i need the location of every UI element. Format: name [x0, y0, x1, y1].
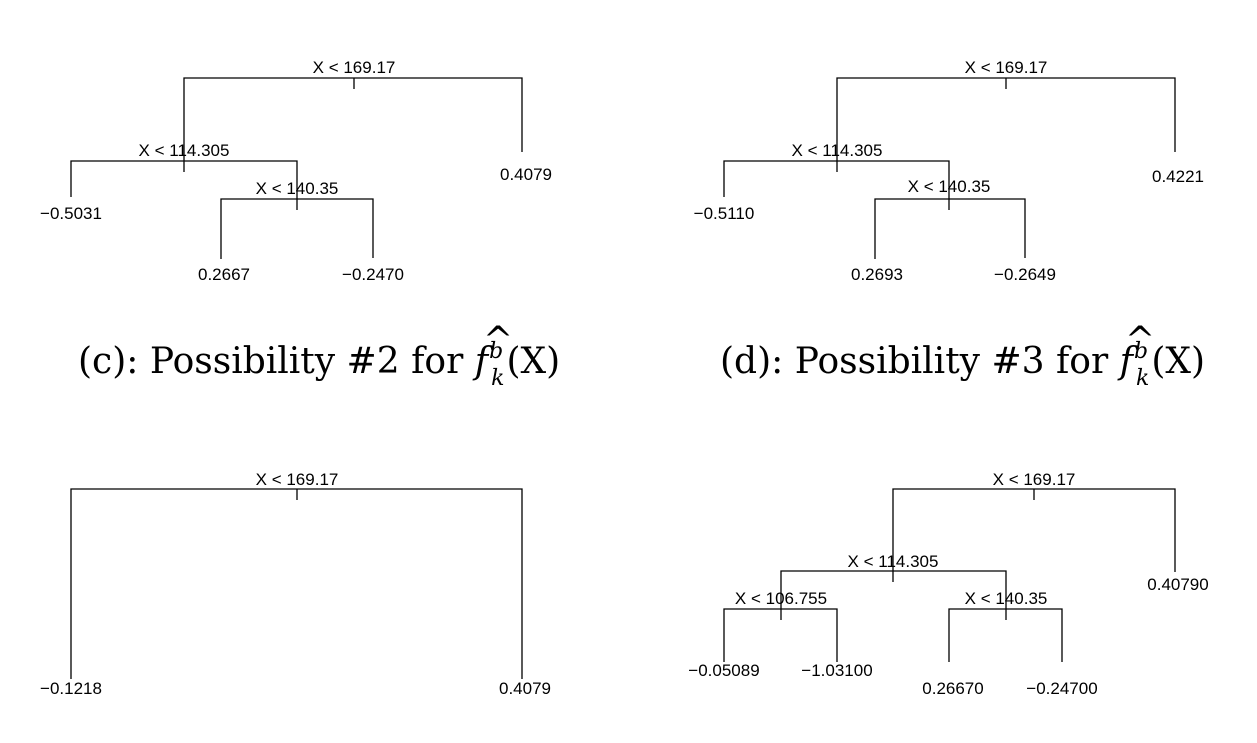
split-label-lr: X < 140.35	[965, 589, 1048, 608]
split-label-inner: X < 140.35	[256, 179, 339, 198]
leaf-value: 0.2667	[198, 265, 250, 284]
tree-edges	[723, 488, 1176, 662]
split-label-inner: X < 140.35	[908, 177, 991, 196]
leaf-value: −0.24700	[1026, 679, 1097, 698]
split-label-root: X < 169.17	[993, 470, 1076, 489]
tree-bottom-right: X < 169.17 X < 114.305 X < 106.755 X < 1…	[688, 470, 1208, 698]
leaf-value: 0.26670	[922, 679, 983, 698]
split-label-left: X < 114.305	[792, 141, 883, 160]
tree-top-right: X < 169.17 X < 114.305 X < 140.35 −0.511…	[694, 58, 1204, 284]
leaf-value: −0.5031	[40, 204, 102, 223]
tree-bottom-left: X < 169.17 −0.1218 0.4079	[40, 470, 551, 698]
split-label-left: X < 114.305	[139, 141, 230, 160]
tree-edges	[70, 488, 523, 679]
tree-top-left: X < 169.17 X < 114.305 X < 140.35 −0.503…	[40, 58, 552, 284]
tree-edges	[723, 77, 1176, 259]
leaf-value: −0.05089	[688, 661, 759, 680]
leaf-value: 0.40790	[1147, 575, 1208, 594]
leaf-value: 0.4079	[499, 679, 551, 698]
split-label-ll: X < 106.755	[735, 589, 827, 608]
leaf-value: 0.2693	[851, 265, 903, 284]
split-label-left: X < 114.305	[848, 552, 939, 571]
tree-edges	[70, 77, 523, 259]
leaf-value: 0.4221	[1152, 167, 1204, 186]
leaf-value: −0.1218	[40, 679, 102, 698]
leaf-value: 0.4079	[500, 165, 552, 184]
leaf-value: −0.2649	[994, 265, 1056, 284]
leaf-value: −1.03100	[801, 661, 872, 680]
caption-c-hat: ^	[483, 320, 513, 361]
split-label-root: X < 169.17	[313, 58, 396, 77]
caption-d-hat: ^	[1125, 320, 1155, 361]
split-label-root: X < 169.17	[965, 58, 1048, 77]
leaf-value: −0.2470	[342, 265, 404, 284]
leaf-value: −0.5110	[694, 204, 755, 223]
split-label-root: X < 169.17	[256, 470, 339, 489]
